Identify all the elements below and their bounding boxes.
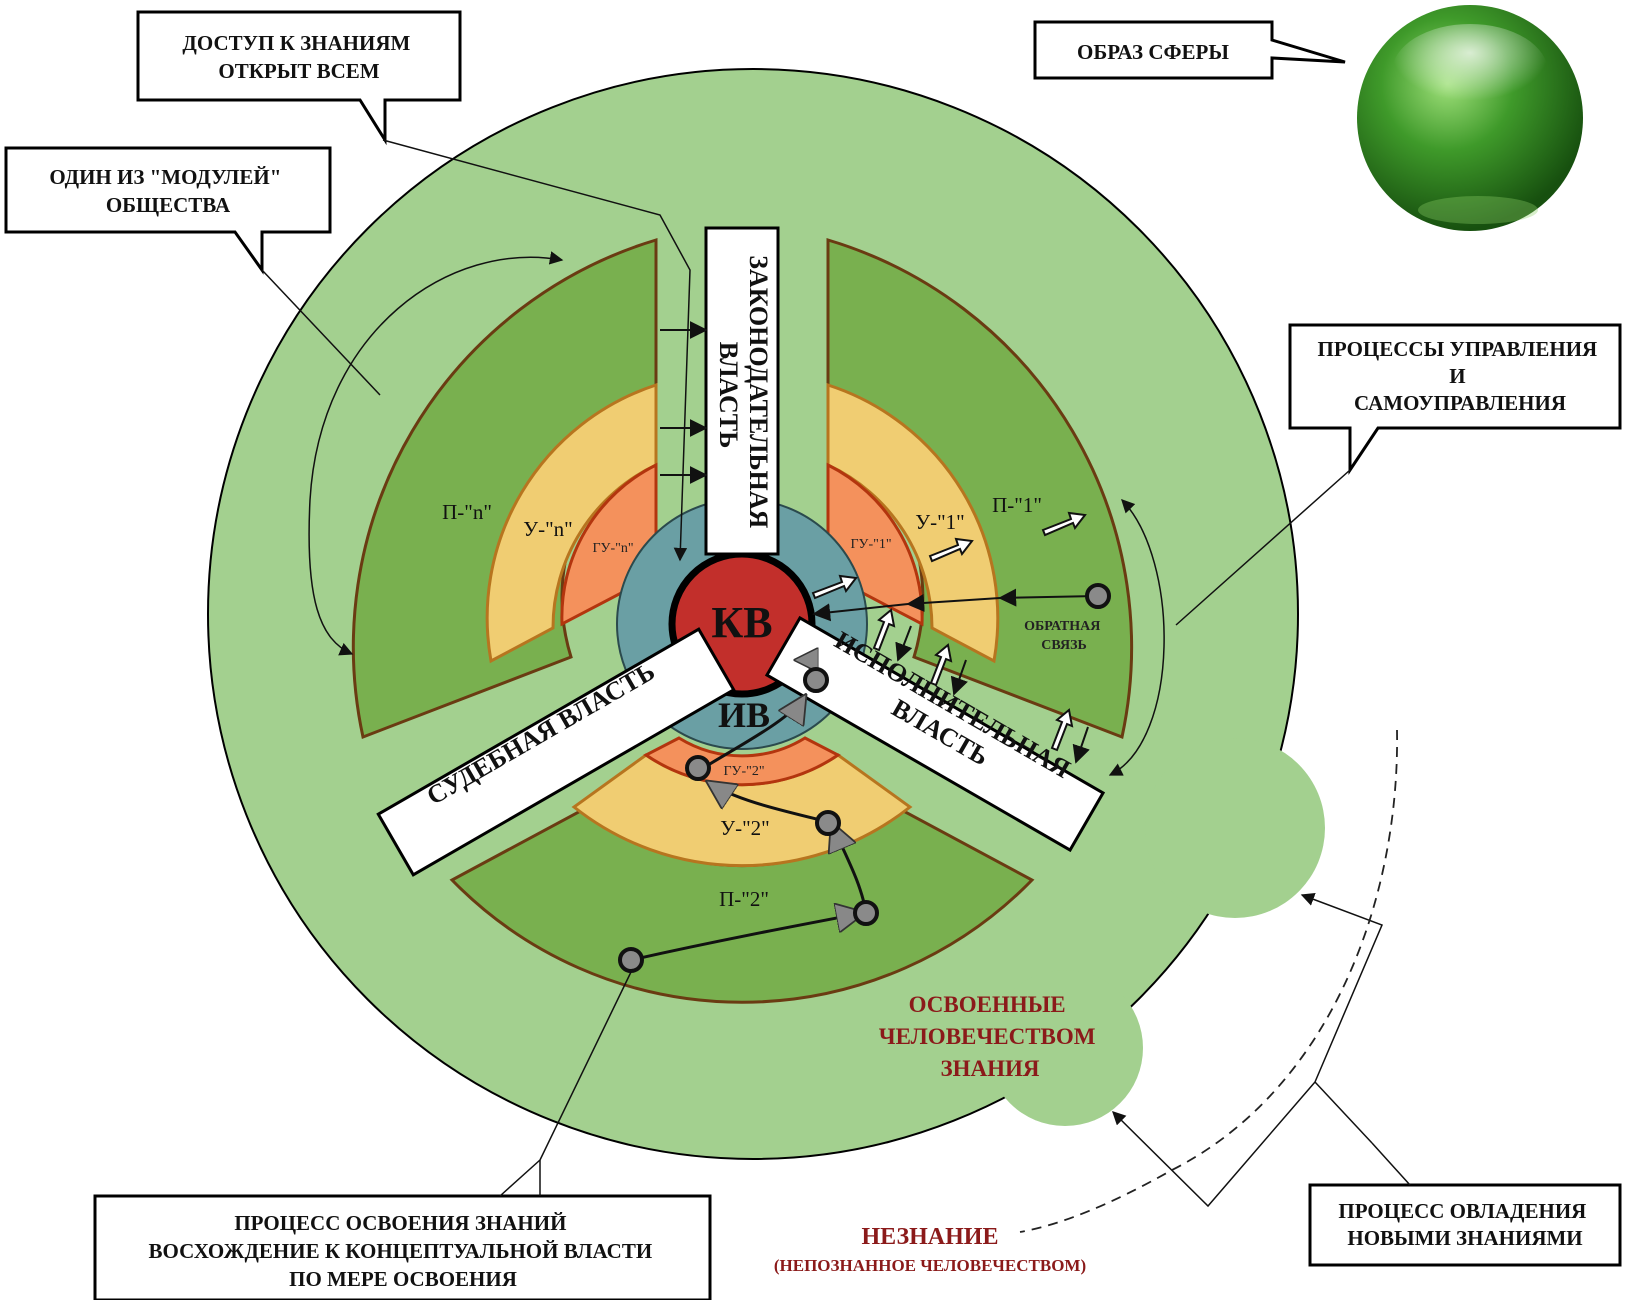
ascent-node-5 [803,667,829,693]
module-2 [449,736,1035,1004]
callout-access: ДОСТУП К ЗНАНИЯМ ОТКРЫТ ВСЕМ [136,10,691,562]
legislative-branch-bar [704,226,780,556]
svg-text:ОДИН ИЗ "МОДУЛЕЙ" ОБЩЕСТ: ОДИН ИЗ "МОДУЛЕЙ" ОБЩЕСТВА [49,165,286,217]
judicial-branch-bar [376,627,736,877]
module-cycle-arrow [308,251,564,656]
ascent-node-4 [685,755,711,781]
label-u-1: У-"1" [915,510,965,534]
ascent-node-1 [618,947,644,973]
label-u-2: У-"2" [720,816,770,840]
callout-process: ПРОЦЕСС ОСВОЕНИЯ ЗНАНИЙ ВОСХОЖДЕНИЕ К КО… [93,971,712,1300]
label-gu-2: ГУ-"2" [723,764,764,779]
management-cycle-arrow [1108,499,1165,776]
label-p-1: П-"1" [992,493,1042,517]
feedback-line-2 [906,593,1001,612]
feedback-node [1085,583,1111,609]
feedback-label: ОБРАТНАЯ СВЯЗЬ [1024,619,1104,653]
mastered-label: ОСВОЕННЫЕ ЧЕЛОВЕЧЕСТВОМ ЗНАНИЯ [879,992,1102,1081]
kv-label: КВ [711,598,772,647]
svg-text:ПРОЦЕСС ОВЛАДЕНИЯ НОВЫМИ: ПРОЦЕСС ОВЛАДЕНИЯ НОВЫМИ ЗНАНИЯМИ [1338,1199,1591,1250]
ascent-path [618,660,879,973]
sphere-icon [1357,5,1583,231]
label-u-n: У-"n" [523,517,573,541]
legislative-label: ЗАКОНОДАТЕЛЬНАЯ ВЛАСТЬ [714,255,773,535]
black-down-arrows [895,625,1090,764]
callout-management: ПРОЦЕССЫ УПРАВЛЕНИЯ И САМОУПРАВЛЕНИЯ [1175,323,1622,626]
feedback-line-3 [812,603,909,622]
label-gu-1: ГУ-"1" [850,537,891,552]
ignorance-frontier [1019,729,1398,1233]
label-p-2: П-"2" [719,887,769,911]
label-p-n: П-"n" [442,500,492,524]
white-flow-arrows [811,511,1087,752]
svg-text:ОБРАЗ СФЕРЫ: ОБРАЗ СФЕРЫ [1077,40,1229,64]
callout-sphere: ОБРАЗ СФЕРЫ [1033,20,1346,80]
svg-text:ПРОЦЕССЫ УПРАВЛЕНИЯ И: ПРОЦЕССЫ УПРАВЛЕНИЯ И САМОУПРАВЛЕНИЯ [1318,337,1603,415]
ignorance-title: НЕЗНАНИЕ [862,1224,999,1250]
callout-module: ОДИН ИЗ "МОДУЛЕЙ" ОБЩЕСТВА [4,146,381,396]
callout-mastery: ПРОЦЕСС ОВЛАДЕНИЯ НОВЫМИ ЗНАНИЯМИ [1112,892,1622,1267]
iv-label: ИВ [718,695,770,735]
svg-text:ПРОЦЕСС ОСВОЕНИЯ ЗНАНИЙ: ПРОЦЕСС ОСВОЕНИЯ ЗНАНИЙ ВОСХОЖДЕНИЕ К КО… [149,1211,658,1291]
svg-text:ДОСТУП К ЗНАНИЯМ ОТКРЫТ: ДОСТУП К ЗНАНИЯМ ОТКРЫТ ВСЕМ [182,31,415,83]
ignorance-subtitle: (НЕПОЗНАННОЕ ЧЕЛОВЕЧЕСТВОМ) [774,1256,1086,1275]
ascent-node-2 [853,900,879,926]
executive-branch-bar [764,615,1106,853]
feedback-line-1 [998,588,1098,607]
ascent-node-3 [815,810,841,836]
label-gu-n: ГУ-"n" [592,541,633,556]
